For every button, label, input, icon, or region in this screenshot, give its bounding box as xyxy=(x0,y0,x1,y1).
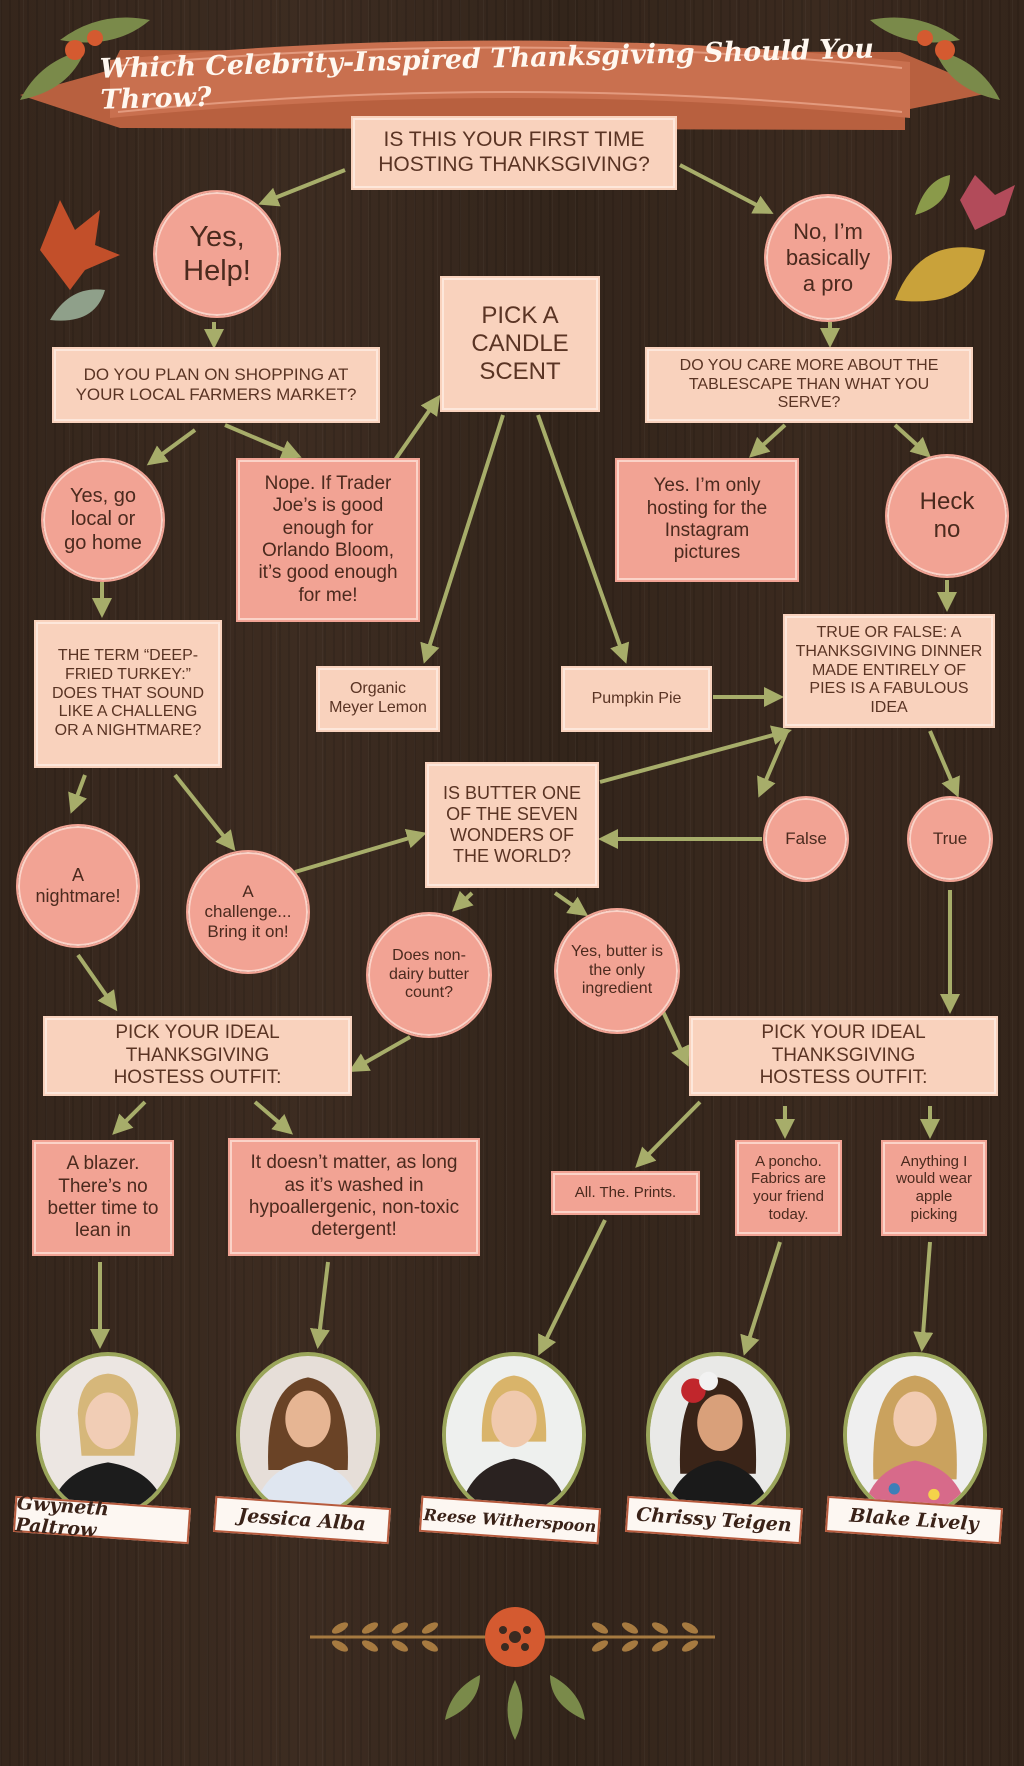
question-outfit-right: PICK YOUR IDEAL THANKSGIVING HOSTESS OUT… xyxy=(689,1016,998,1096)
answer-nightmare: A nightmare! xyxy=(16,824,140,948)
answer-challenge: A challenge... Bring it on! xyxy=(186,850,310,974)
answer-pro: No, I’m basically a pro xyxy=(764,194,892,322)
question-deep-fried: THE TERM “DEEP-FRIED TURKEY:” DOES THAT … xyxy=(34,620,222,768)
answer-go-local: Yes, go local or go home xyxy=(41,458,165,582)
result-portrait-gwyneth xyxy=(36,1352,180,1518)
answer-apple-picking: Anything I would wear apple picking xyxy=(881,1140,987,1236)
result-portrait-blake xyxy=(843,1352,987,1518)
question-candle-scent: PICK A CANDLE SCENT xyxy=(440,276,600,412)
question-tablescape: DO YOU CARE MORE ABOUT THE TABLESCAPE TH… xyxy=(645,347,973,423)
answer-poncho: A poncho. Fabrics are your friend today. xyxy=(735,1140,842,1236)
result-portrait-chrissy xyxy=(646,1352,790,1518)
answer-prints: All. The. Prints. xyxy=(551,1171,700,1215)
question-outfit-left: PICK YOUR IDEAL THANKSGIVING HOSTESS OUT… xyxy=(43,1016,352,1096)
question-butter: IS BUTTER ONE OF THE SEVEN WONDERS OF TH… xyxy=(425,762,599,888)
answer-butter-only: Yes, butter is the only ingredient xyxy=(554,908,680,1034)
flow-arrows xyxy=(68,163,960,1356)
answer-instagram: Yes. I’m only hosting for the Instagram … xyxy=(615,458,799,582)
result-name-gwyneth: Gwyneth Paltrow xyxy=(12,1492,192,1545)
answer-detergent: It doesn’t matter, as long as it’s washe… xyxy=(228,1138,480,1256)
answer-non-dairy: Does non-dairy butter count? xyxy=(366,912,492,1038)
answer-heck-no: Heck no xyxy=(885,454,1009,578)
leaf-decoration-icon xyxy=(20,17,1015,321)
answer-pumpkin-pie: Pumpkin Pie xyxy=(561,666,712,732)
result-portrait-jessica xyxy=(236,1352,380,1518)
flower-ornament-icon xyxy=(310,1607,715,1740)
answer-trader-joes: Nope. If Trader Joe’s is good enough for… xyxy=(236,458,420,622)
answer-true: True xyxy=(907,796,993,882)
question-pies: TRUE OR FALSE: A THANKSGIVING DINNER MAD… xyxy=(783,614,995,728)
answer-false: False xyxy=(763,796,849,882)
title-banner xyxy=(20,40,995,130)
answer-blazer: A blazer. There’s no better time to lean… xyxy=(32,1140,174,1256)
result-portrait-reese xyxy=(442,1352,586,1518)
answer-meyer-lemon: Organic Meyer Lemon xyxy=(316,666,440,732)
question-farmers-market: DO YOU PLAN ON SHOPPING AT YOUR LOCAL FA… xyxy=(52,347,380,423)
answer-yes-help: Yes, Help! xyxy=(153,190,281,318)
question-first-time: IS THIS YOUR FIRST TIME HOSTING THANKSGI… xyxy=(351,116,677,190)
